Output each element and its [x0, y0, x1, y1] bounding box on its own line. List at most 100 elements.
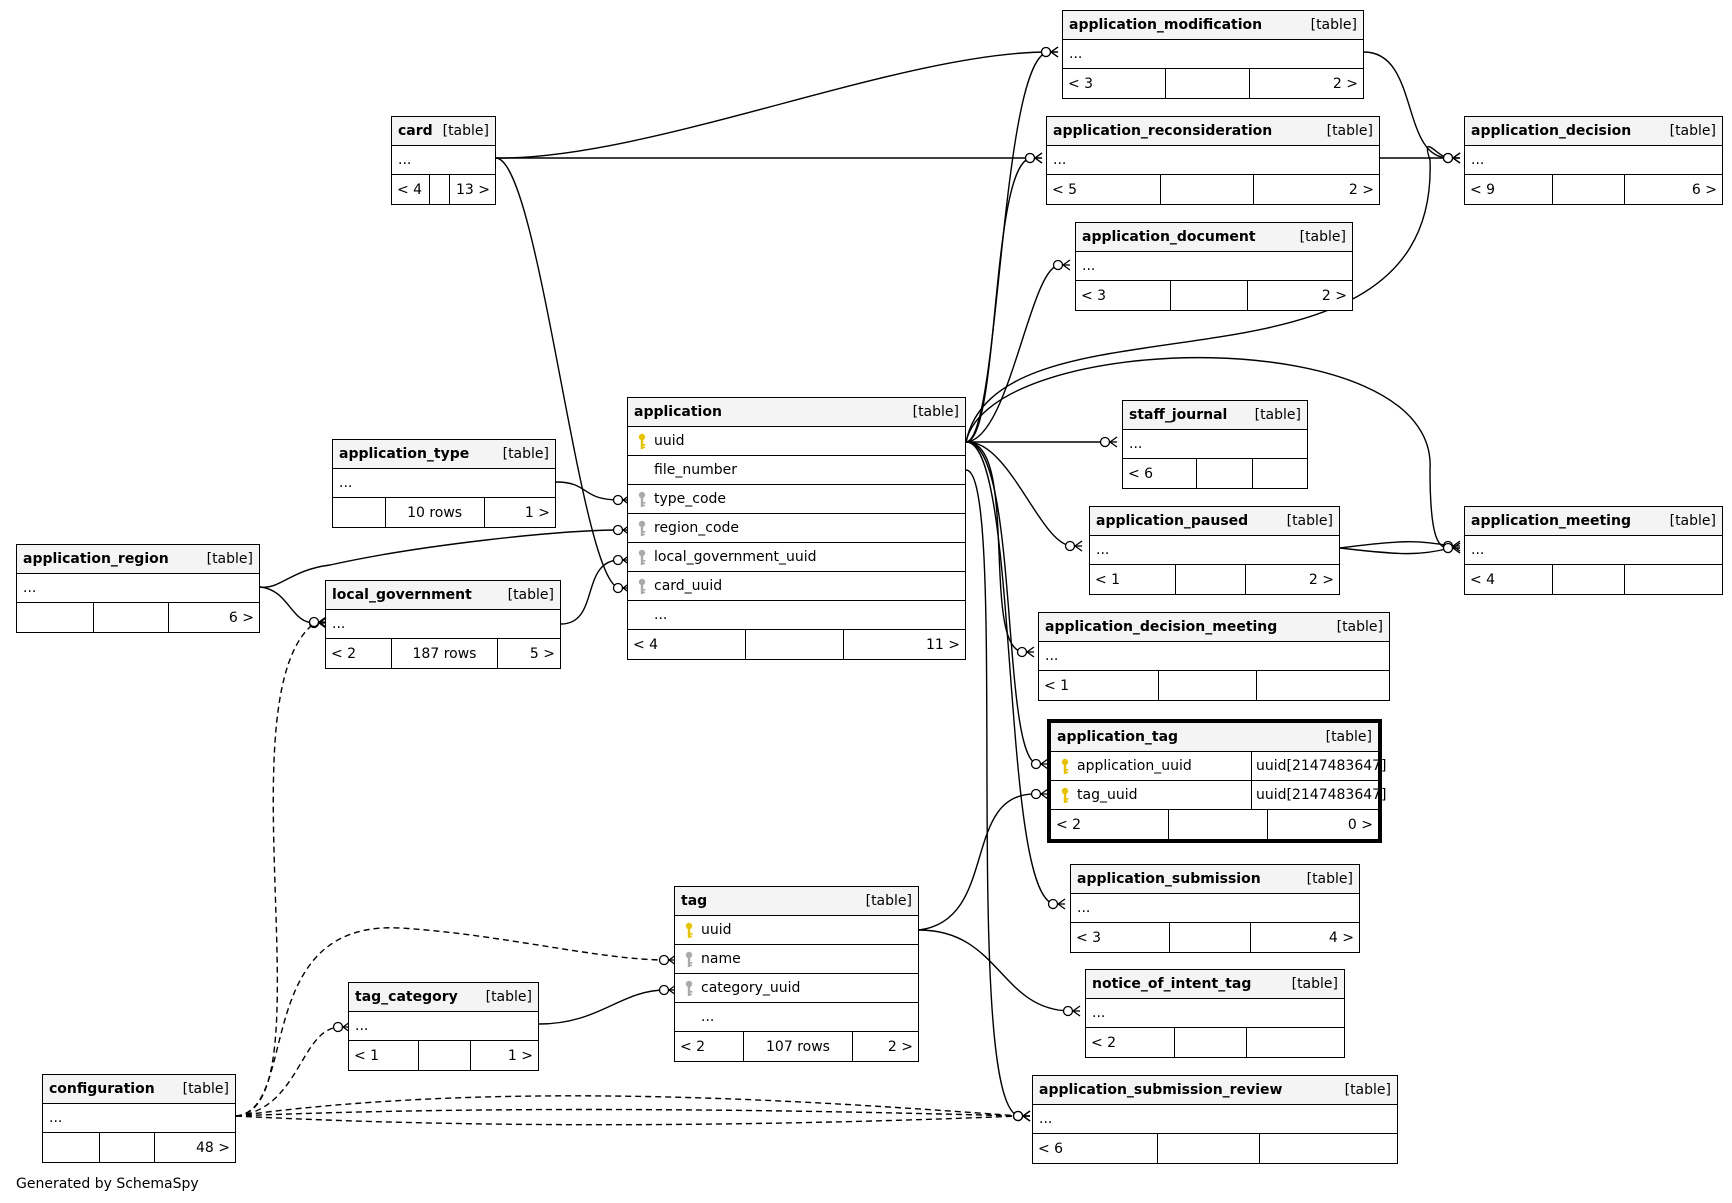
foreign-key-icon	[638, 578, 646, 594]
footer-parent-count: < 4	[397, 181, 423, 198]
column-name: ...	[1077, 900, 1091, 916]
table-type-label: [table]	[206, 551, 253, 567]
footer-child-count: 2 >	[1253, 175, 1379, 204]
column-row: name	[675, 945, 918, 974]
footer-child-count	[1624, 565, 1722, 594]
crowfoot-marker	[1040, 46, 1059, 58]
column-name: ...	[49, 1110, 63, 1126]
relationship-line	[235, 1115, 1021, 1126]
column-row: ...	[326, 610, 560, 639]
relationship-line	[965, 441, 1073, 547]
column-name: ...	[398, 152, 412, 168]
footer-child-count	[1246, 1028, 1344, 1057]
table-type-label: [table]	[1286, 513, 1333, 529]
table-name: local_government	[332, 587, 472, 603]
column-row: ...	[1076, 252, 1352, 281]
footer-row-count	[99, 1133, 153, 1162]
crowfoot-marker	[1016, 646, 1035, 658]
column-name: application_uuid	[1077, 758, 1192, 774]
table-header: application_decision_meeting[table]	[1039, 613, 1389, 642]
crowfoot-marker	[1099, 436, 1118, 448]
table-application-meeting[interactable]: application_meeting[table]...< 4	[1464, 506, 1723, 595]
column-name: ...	[654, 607, 668, 623]
table-name: application	[634, 404, 722, 420]
table-footer: 48 >	[43, 1133, 235, 1162]
column-row: uuid	[628, 427, 965, 456]
column-name: ...	[332, 616, 346, 632]
table-name: tag_category	[355, 989, 458, 1005]
column-name: uuid	[701, 922, 732, 938]
table-type-label: [table]	[1310, 17, 1357, 33]
column-row: ...	[1071, 894, 1359, 923]
table-header: application_modification[table]	[1063, 11, 1363, 40]
table-header: application_decision[table]	[1465, 117, 1722, 146]
table-application-submission-review[interactable]: application_submission_review[table]...<…	[1032, 1075, 1398, 1164]
footer-row-count	[1552, 565, 1624, 594]
table-name: card	[398, 123, 433, 139]
relationship-line	[965, 157, 1033, 443]
column-row: ...	[333, 469, 555, 498]
footer-parent-count: < 2	[680, 1038, 706, 1055]
column-row: ...	[1033, 1105, 1397, 1134]
table-type-label: [table]	[485, 989, 532, 1005]
footer-parent-count: < 1	[1095, 571, 1121, 588]
footer-row-count	[1169, 923, 1250, 952]
footer-row-count	[1174, 1028, 1246, 1057]
footer-row-count	[1157, 1134, 1259, 1163]
table-application[interactable]: application[table]uuid file_number type_co…	[627, 397, 966, 660]
column-name: file_number	[654, 462, 737, 478]
table-staff-journal[interactable]: staff_journal[table]...< 6	[1122, 400, 1308, 489]
primary-key-icon	[1061, 787, 1069, 803]
table-configuration[interactable]: configuration[table]...48 >	[42, 1074, 236, 1163]
column-name: ...	[1129, 436, 1143, 452]
column-name: local_government_uuid	[654, 549, 817, 565]
column-name: ...	[1082, 258, 1096, 274]
footer-row-count	[745, 630, 842, 659]
relationship-line	[965, 264, 1061, 443]
table-footer: < 6	[1033, 1134, 1397, 1163]
table-name: configuration	[49, 1081, 155, 1097]
table-type-label: [table]	[1344, 1082, 1391, 1098]
crowfoot-marker	[1030, 758, 1049, 770]
table-type-label: [table]	[865, 893, 912, 909]
footer-parent-count: < 2	[1091, 1034, 1117, 1051]
column-row: type_code	[628, 485, 965, 514]
relationship-line	[965, 441, 1056, 905]
table-header: application_submission[table]	[1071, 865, 1359, 894]
relationship-line	[965, 469, 1021, 1117]
footer-parent-count: < 6	[1038, 1140, 1064, 1157]
table-application-decision-meeting[interactable]: application_decision_meeting[table]...< …	[1038, 612, 1390, 701]
footer-child-count: 5 >	[496, 639, 560, 668]
table-application-region[interactable]: application_region[table]...6 >	[16, 544, 260, 633]
crowfoot-marker	[1012, 1110, 1031, 1122]
column-row: file_number	[628, 456, 965, 485]
column-row: ...	[628, 601, 965, 630]
crowfoot-marker	[1052, 259, 1071, 271]
relationship-line	[538, 989, 667, 1025]
footer-child-count: 0 >	[1267, 810, 1378, 839]
relationship-line	[1339, 541, 1451, 549]
table-application-reconsideration[interactable]: application_reconsideration[table]...< 5…	[1046, 116, 1380, 205]
table-header: application[table]	[628, 398, 965, 427]
table-footer: < 2	[1086, 1028, 1344, 1057]
primary-key-icon	[638, 433, 646, 449]
table-name: application_tag	[1057, 729, 1179, 745]
footer-parent-count: < 4	[633, 636, 659, 653]
table-notice-of-intent-tag[interactable]: notice_of_intent_tag[table]...< 2	[1085, 969, 1345, 1058]
